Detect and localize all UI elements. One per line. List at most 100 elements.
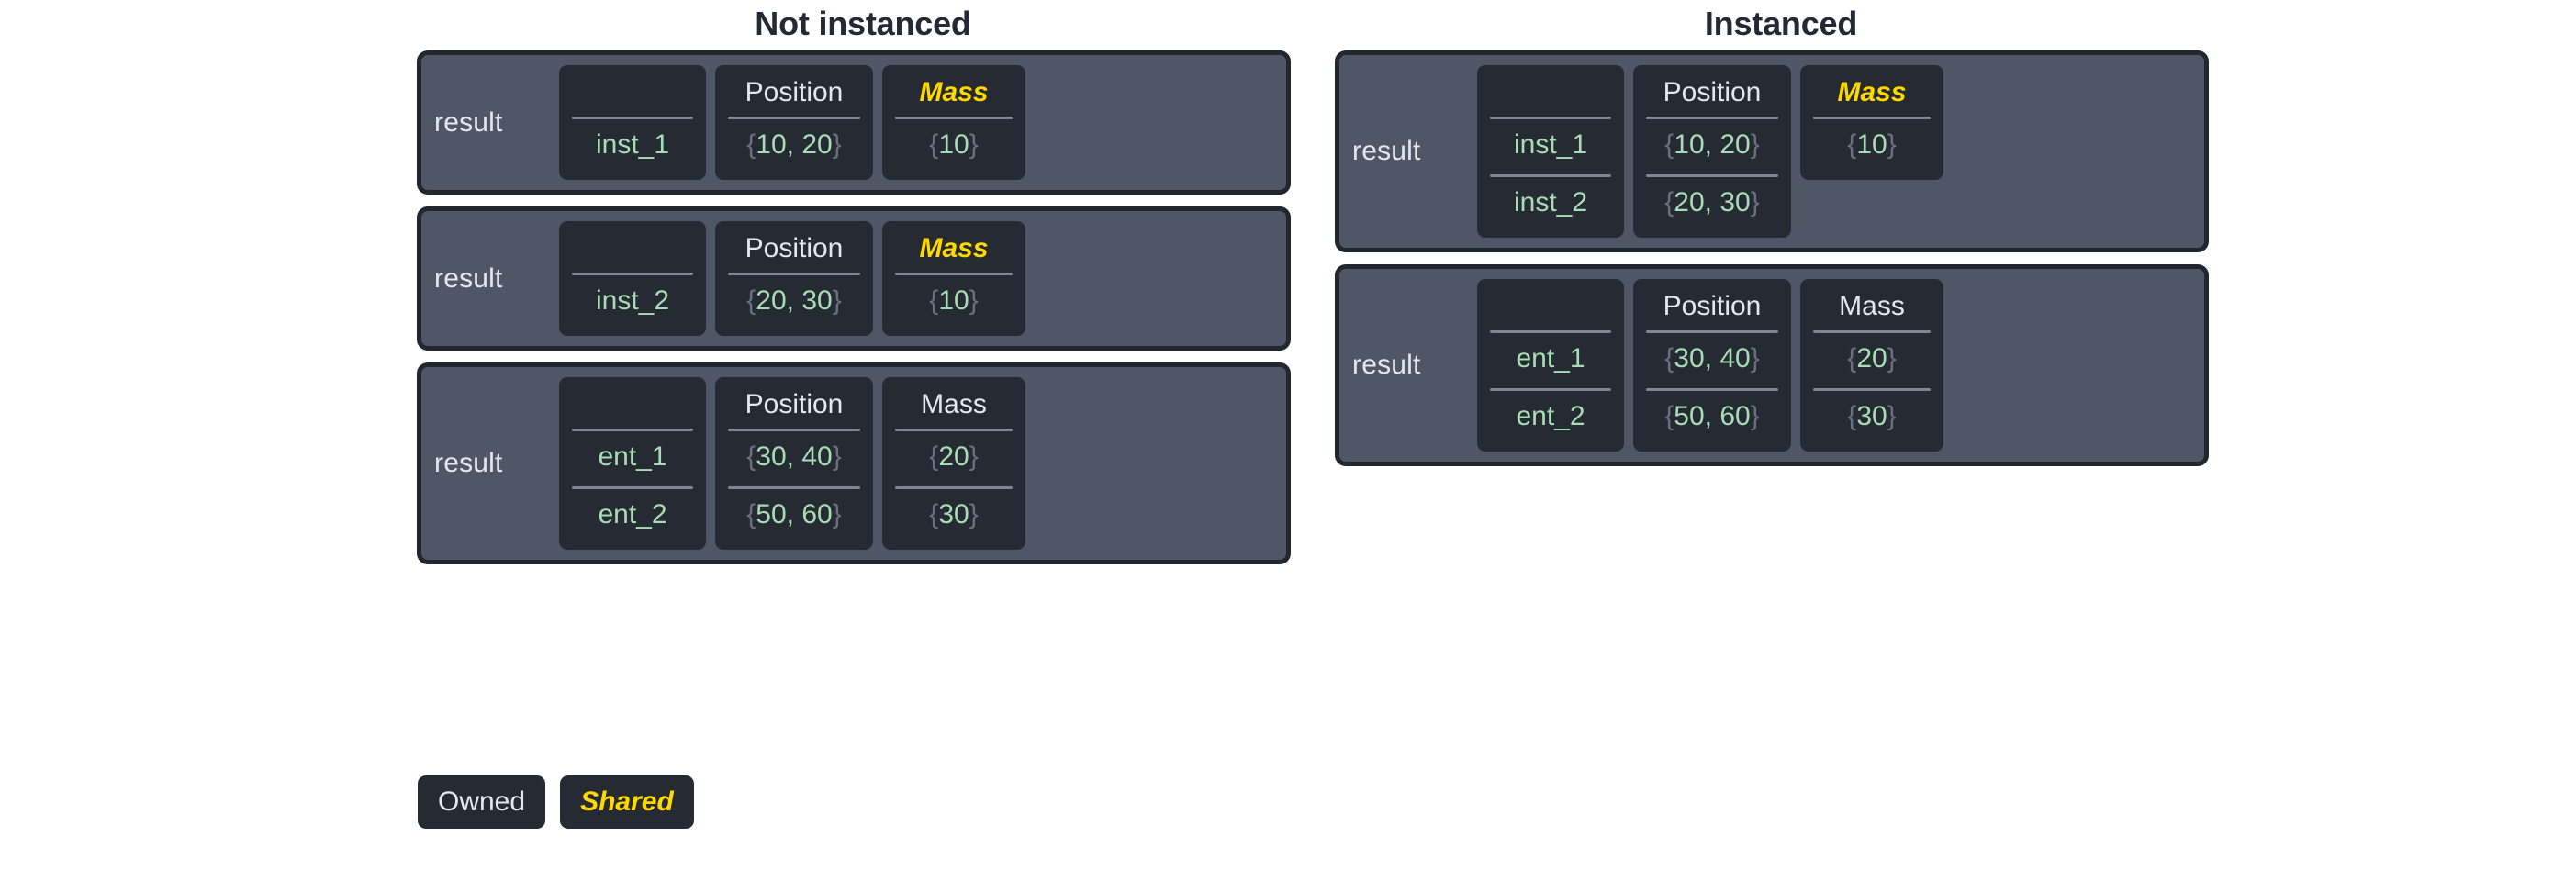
cell-mass: {20}	[1847, 343, 1897, 374]
column-entity: ent_1 ent_2	[559, 377, 706, 550]
cell-position: {20, 30}	[746, 285, 842, 316]
result-table: result ent_1 ent_2 Position {30, 40} {50, 60…	[417, 362, 1291, 564]
row-divider	[572, 117, 693, 119]
cell-entity: ent_2	[1516, 401, 1585, 431]
row-divider	[1813, 117, 1931, 119]
cell-mass: {30}	[929, 499, 979, 530]
column-mass: Mass {10}	[882, 221, 1025, 336]
cell-entity: inst_1	[1513, 129, 1588, 160]
row-divider	[1646, 388, 1778, 391]
result-label: result	[434, 448, 503, 478]
row-divider	[728, 486, 860, 489]
result-table: result inst_1 inst_2 Position {10, 20} {20, …	[1335, 50, 2209, 252]
result-label: result	[434, 106, 503, 138]
column-entity: inst_2	[559, 221, 706, 336]
column-header-mass: Mass	[919, 77, 989, 107]
column-header-mass: Mass	[921, 389, 987, 419]
column-mass: Mass {10}	[1800, 65, 1943, 180]
cell-entity: inst_2	[1513, 187, 1588, 218]
column-header-mass: Mass	[1837, 77, 1907, 107]
column-group: ent_1 ent_2 Position {30, 40} {50, 60} Mass {2…	[559, 367, 1286, 560]
cell-position: {10, 20}	[1664, 129, 1760, 160]
cell-position: {30, 40}	[746, 441, 842, 472]
column-header-mass: Mass	[1839, 291, 1905, 321]
column-position: Position {10, 20} {20, 30}	[1633, 65, 1791, 238]
result-label: result	[434, 262, 503, 294]
cell-entity: inst_1	[595, 129, 670, 160]
row-divider	[1490, 117, 1611, 119]
row-divider	[1490, 174, 1611, 177]
cell-mass: {10}	[929, 285, 979, 316]
row-divider	[895, 486, 1013, 489]
row-divider	[895, 117, 1013, 119]
column-group: inst_1 Position {10, 20} Mass {10}	[559, 55, 1286, 190]
row-divider	[1646, 117, 1778, 119]
column-header-position: Position	[745, 389, 844, 419]
column-position: Position {10, 20}	[715, 65, 873, 180]
result-table: result inst_1 Position {10, 20} Mass {10}	[417, 50, 1291, 195]
row-divider	[1646, 174, 1778, 177]
row-divider	[572, 486, 693, 489]
row-divider	[728, 273, 860, 275]
column-mass: Mass {20} {30}	[1800, 279, 1943, 452]
column-header-position: Position	[745, 77, 844, 107]
column-entity: inst_1	[559, 65, 706, 180]
column-header-entity	[572, 229, 693, 269]
column-entity: inst_1 inst_2	[1477, 65, 1624, 238]
column-title-not-instanced: Not instanced	[755, 5, 971, 42]
column-group: inst_1 inst_2 Position {10, 20} {20, 30} Mass…	[1477, 55, 2204, 248]
legend-chip-owned: Owned	[418, 775, 546, 829]
column-position: Position {30, 40} {50, 60}	[715, 377, 873, 550]
column-position: Position {20, 30}	[715, 221, 873, 336]
cell-mass: {30}	[1847, 401, 1897, 431]
column-entity: ent_1 ent_2	[1477, 279, 1624, 452]
result-table: result ent_1 ent_2 Position {30, 40} {50, 60…	[1335, 264, 2209, 466]
row-divider	[572, 273, 693, 275]
result-label: result	[1352, 136, 1421, 166]
column-header-position: Position	[1663, 291, 1762, 321]
column-header-position: Position	[745, 233, 844, 263]
row-divider	[895, 429, 1013, 431]
column-header-entity	[572, 385, 693, 425]
column-group: ent_1 ent_2 Position {30, 40} {50, 60} Mass {2…	[1477, 269, 2204, 462]
result-table: result inst_2 Position {20, 30} Mass {10}	[417, 206, 1291, 351]
cell-position: {50, 60}	[746, 499, 842, 530]
cell-mass: {10}	[1847, 129, 1897, 160]
column-header-entity	[572, 72, 693, 113]
row-divider	[1813, 388, 1931, 391]
column-header-entity	[1490, 72, 1611, 113]
row-divider	[572, 429, 693, 431]
cell-position: {30, 40}	[1664, 343, 1760, 374]
row-divider	[1490, 388, 1611, 391]
cell-position: {50, 60}	[1664, 401, 1760, 431]
column-position: Position {30, 40} {50, 60}	[1633, 279, 1791, 452]
cell-mass: {20}	[929, 441, 979, 472]
cell-entity: ent_1	[598, 441, 667, 472]
cell-entity: inst_2	[595, 285, 670, 316]
column-header-entity	[1490, 286, 1611, 327]
row-divider	[728, 117, 860, 119]
row-divider	[728, 429, 860, 431]
legend-shared-label: Shared	[580, 786, 674, 817]
cell-position: {20, 30}	[1664, 187, 1760, 218]
column-group: inst_2 Position {20, 30} Mass {10}	[559, 211, 1286, 346]
column-mass: Mass {10}	[882, 65, 1025, 180]
legend-owned-label: Owned	[438, 786, 526, 817]
cell-entity: ent_1	[1516, 343, 1585, 374]
column-header-mass: Mass	[919, 233, 989, 263]
column-title-instanced: Instanced	[1704, 5, 1858, 42]
cell-position: {10, 20}	[746, 129, 842, 160]
cell-entity: ent_2	[598, 499, 667, 530]
cell-mass: {10}	[929, 129, 979, 160]
column-header-position: Position	[1663, 77, 1762, 107]
result-label: result	[1352, 350, 1421, 380]
legend: Owned Shared	[418, 775, 694, 829]
row-divider	[1813, 330, 1931, 333]
row-divider	[1646, 330, 1778, 333]
legend-chip-shared: Shared	[560, 775, 694, 829]
